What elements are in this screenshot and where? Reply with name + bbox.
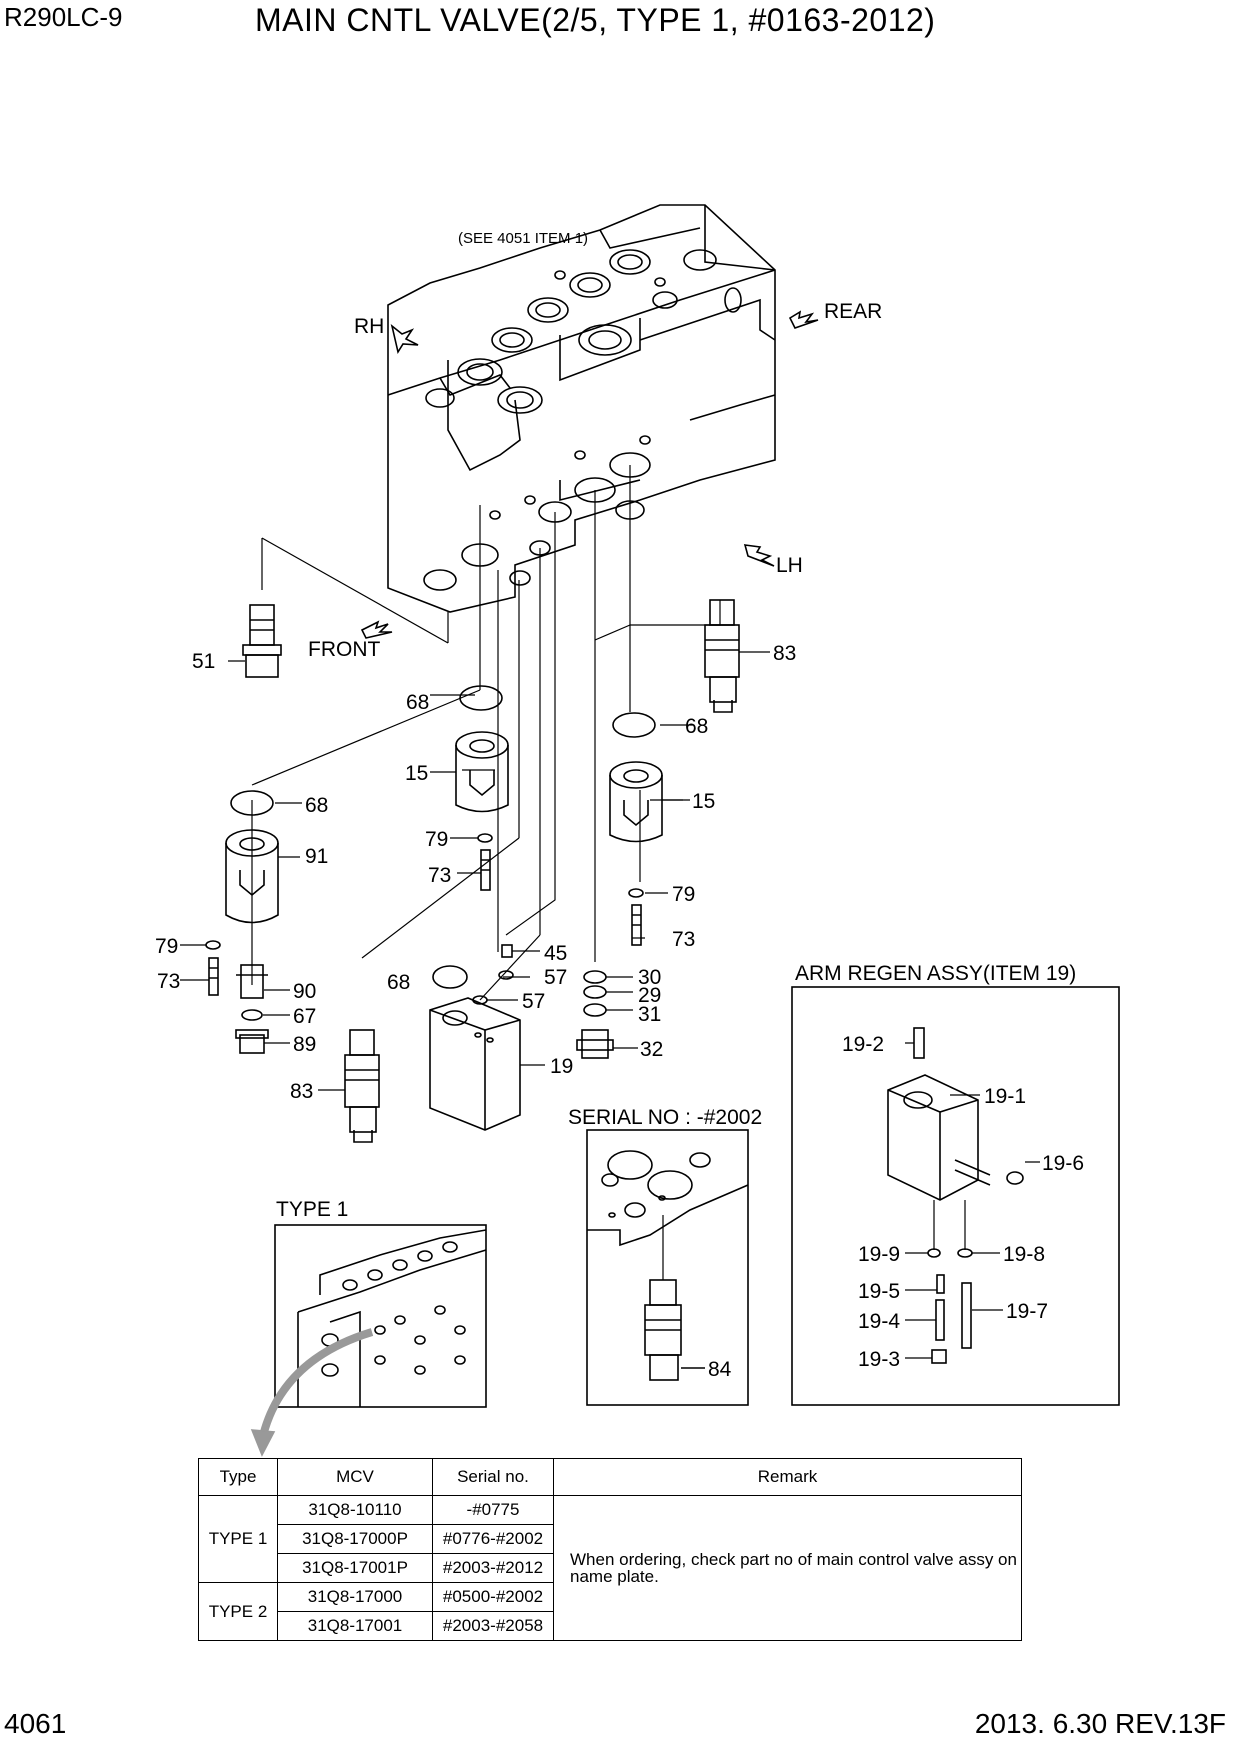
callout-32: 32 [640,1038,663,1061]
callout-30: 30 [638,966,661,989]
callout-79: 79 [672,883,695,906]
callout-45: 45 [544,942,567,965]
callout-84: 84 [708,1358,732,1381]
mcv-cell: 31Q8-17000P [277,1524,433,1554]
revision-date: 2013. 6.30 REV.13F [974,1708,1226,1739]
leader-lines [251,465,721,1001]
part-91 [225,829,300,924]
callout-19-2: 19-2 [842,1033,884,1056]
serial-cell: #0776-#2002 [432,1524,554,1554]
callout-83-right: 83 [773,642,796,665]
part-19 [429,997,545,1131]
part-51 [228,604,282,678]
rh-label: RH [354,315,384,338]
callout-79: 79 [425,828,448,851]
callout-15: 15 [692,790,715,813]
serial-cell: #2003-#2058 [432,1611,554,1641]
mcv-cell: 31Q8-17001P [277,1553,433,1583]
serial-cell: -#0775 [432,1495,554,1525]
callout-90: 90 [293,980,316,1003]
callout-68: 68 [406,691,429,714]
model-name: R290LC-9 [4,2,123,32]
serial-inset-title: SERIAL NO : -#2002 [568,1106,762,1129]
type1-inset [250,1224,487,1457]
callout-31: 31 [638,1003,661,1026]
callout-91: 91 [305,845,328,868]
callout-73: 73 [672,928,695,951]
table-row: 31Q8-17001P #2003-#2012 [199,1553,1022,1583]
front-label: FRONT [308,638,380,661]
type-cell: TYPE 1 [198,1495,278,1583]
o-rings [230,685,656,1021]
table-row: 31Q8-17001 #2003-#2058 [199,1611,1022,1641]
callout-19-4: 19-4 [858,1310,900,1333]
serial-cell: #2003-#2012 [432,1553,554,1583]
callout-68: 68 [387,971,410,994]
callout-57: 57 [544,966,567,989]
rear-label: REAR [824,300,882,323]
type1-inset-title: TYPE 1 [276,1198,348,1221]
mcv-cell: 31Q8-10110 [277,1495,433,1525]
callout-19-5: 19-5 [858,1280,900,1303]
part-15-left [430,731,509,813]
callout-51: 51 [192,650,215,673]
part-90-89 [235,964,290,1054]
lh-label: LH [776,554,803,577]
callout-73: 73 [428,864,451,887]
callout-68: 68 [305,794,328,817]
type-cell: TYPE 2 [198,1582,278,1641]
callout-19-6: 19-6 [1042,1152,1084,1175]
callout-89: 89 [293,1033,316,1056]
page-title: MAIN CNTL VALVE(2/5, TYPE 1, #0163-2012) [255,2,936,38]
part-15-right [609,761,690,843]
arm-regen-inset [791,986,1120,1406]
mcv-cell: 31Q8-17000 [277,1582,433,1612]
header-mcv: MCV [277,1458,433,1496]
mcv-cell: 31Q8-17001 [277,1611,433,1641]
valve-block [387,204,776,613]
part-83-left [318,1029,380,1143]
callout-79: 79 [155,935,178,958]
callout-19-1: 19-1 [984,1085,1026,1108]
callout-19-3: 19-3 [858,1348,900,1371]
remark-cell: When ordering, check part no of main con… [553,1495,1022,1641]
callout-83-left: 83 [290,1080,313,1103]
callout-19-8: 19-8 [1003,1243,1045,1266]
page-number: 4061 [4,1708,67,1739]
serial-cell: #0500-#2002 [432,1582,554,1612]
washers-and-bolts [180,833,668,996]
callout-15: 15 [405,762,428,785]
callout-19-7: 19-7 [1006,1300,1048,1323]
callout-57: 57 [522,990,545,1013]
part-45-32 [501,944,638,1059]
arm-regen-title: ARM REGEN ASSY(ITEM 19) [795,962,1076,985]
table-header-row: Type MCV Serial no. Remark [198,1458,1022,1496]
callout-19: 19 [550,1055,573,1078]
part-83-right [704,599,770,713]
callout-68: 68 [685,715,708,738]
header-serial: Serial no. [432,1458,554,1496]
callout-73: 73 [157,970,180,993]
parts-table: Type MCV Serial no. Remark TYPE 1 31Q8-1… [198,1458,1022,1641]
header-type: Type [198,1458,278,1496]
callout-29: 29 [638,984,661,1007]
reference-note: (SEE 4051 ITEM 1) [458,230,588,247]
serial-inset [586,1129,749,1406]
callout-67: 67 [293,1005,316,1028]
table-row: TYPE 2 31Q8-17000 #0500-#2002 [198,1582,1022,1641]
table-row: 31Q8-17000P #0776-#2002 [199,1524,1022,1554]
callout-19-9: 19-9 [858,1243,900,1266]
table-row: TYPE 1 31Q8-10110 -#0775 When ordering, … [198,1495,1022,1641]
direction-arrows [360,310,819,639]
header-remark: Remark [553,1458,1022,1496]
